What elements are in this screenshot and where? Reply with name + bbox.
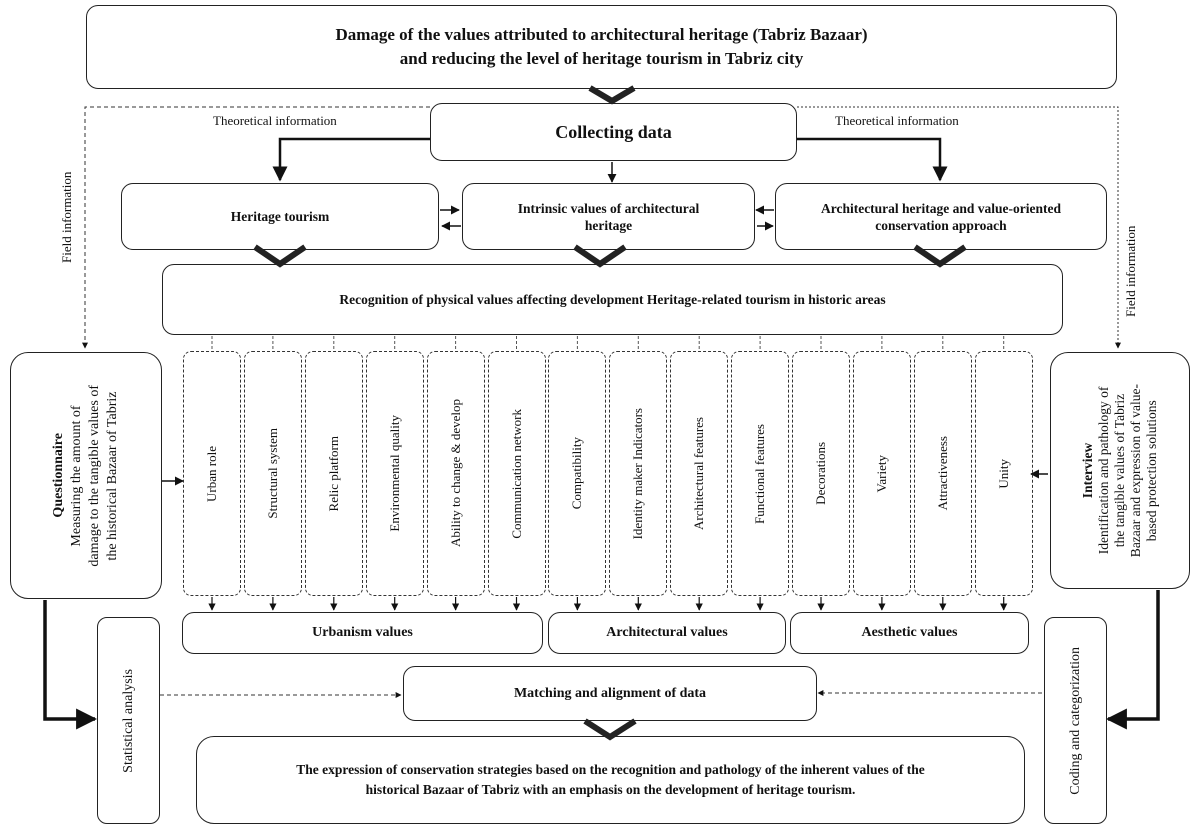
field-info-left-label: Field information [59, 171, 74, 263]
value-column-label: Attractiveness [934, 436, 950, 511]
final-strategy-box: The expression of conservation strategie… [196, 736, 1025, 824]
arrow-to-conservation [797, 137, 948, 182]
conservation-approach-box: Architectural heritage and value-oriente… [775, 183, 1107, 250]
aesthetic-values-box: Aesthetic values [790, 612, 1029, 654]
interview-line-3: Bazaar and expression of value- [1128, 383, 1143, 558]
interview-line-2: the tangible values of Tabriz [1112, 393, 1127, 548]
arrow-questionnaire-to-statistical [43, 600, 98, 730]
questionnaire-box: Questionnaire Measuring the amount of da… [10, 352, 162, 599]
value-column: Attractiveness [913, 351, 972, 596]
heritage-tourism-box: Heritage tourism [121, 183, 439, 250]
questionnaire-line-2: damage to the tangible values of [87, 384, 102, 567]
interview-line-4: based protection solutions [1144, 400, 1159, 541]
value-column: Compatibility [548, 351, 607, 596]
collecting-data-box: Collecting data [430, 103, 797, 161]
field-line-left [82, 106, 430, 349]
value-column-label: Relic platform [325, 435, 341, 512]
recognition-label: Recognition of physical values affecting… [339, 291, 886, 307]
final-line-2: historical Bazaar of Tabriz with an emph… [365, 782, 856, 797]
value-column-label: Architectural features [691, 417, 707, 530]
problem-line-1: Damage of the values attributed to archi… [335, 25, 868, 44]
matching-box: Matching and alignment of data [403, 666, 817, 721]
value-column: Relic platform [304, 351, 363, 596]
value-column: Identity maker Indicators [609, 351, 668, 596]
statistical-analysis-box: Statistical analysis [97, 617, 160, 824]
matching-label: Matching and alignment of data [513, 685, 707, 701]
value-column-label: Identity maker Indicators [630, 407, 646, 540]
chevron-connector [583, 718, 637, 741]
interview-box: Interview Identification and pathology o… [1050, 352, 1190, 589]
value-column: Environmental quality [365, 351, 424, 596]
conservation-approach-label: Architectural heritage and value-oriente… [820, 200, 1062, 233]
value-column-label: Ability to change & develop [447, 399, 463, 548]
field-line-right [797, 106, 1121, 349]
value-bottom-arrows [208, 597, 1008, 611]
arrow-to-heritage-tourism [272, 137, 430, 182]
value-column-label: Decorations [813, 442, 828, 505]
theoretical-info-left-label: Theoretical information [213, 113, 337, 128]
problem-line-2: and reducing the level of heritage touri… [399, 49, 804, 68]
architectural-values-label: Architectural values [606, 625, 728, 640]
aesthetic-values-label: Aesthetic values [861, 625, 958, 640]
value-column: Unity [974, 351, 1033, 596]
interview-line-1: Identification and pathology of [1096, 386, 1111, 555]
chevron-connector [588, 85, 636, 105]
questionnaire-text: Questionnaire Measuring the amount of da… [50, 385, 122, 567]
value-column-label: Compatibility [569, 437, 585, 510]
value-column: Ability to change & develop [426, 351, 485, 596]
theoretical-info-right-label: Theoretical information [835, 113, 959, 128]
interview-text: Interview Identification and pathology o… [1080, 384, 1160, 557]
coding-categorization-box: Coding and categorization [1044, 617, 1107, 824]
urbanism-values-box: Urbanism values [182, 612, 543, 654]
value-column-label: Variety [873, 454, 889, 493]
value-column: Urban role [183, 351, 241, 596]
value-column-label: Unity [995, 458, 1011, 489]
value-top-ticks [211, 336, 1005, 351]
urbanism-values-label: Urbanism values [312, 625, 413, 640]
value-column: Structural system [243, 351, 302, 596]
questionnaire-line-1: Measuring the amount of [69, 404, 84, 547]
value-column-label: Functional features [752, 423, 768, 524]
interview-title: Interview [1080, 442, 1095, 499]
problem-statement-box: Damage of the values attributed to archi… [86, 5, 1117, 89]
coding-categorization-label: Coding and categorization [1067, 646, 1083, 795]
value-column-label: Structural system [264, 428, 280, 519]
value-column: Communication network [487, 351, 546, 596]
value-column: Functional features [731, 351, 790, 596]
value-column-label: Environmental quality [386, 415, 402, 532]
questionnaire-title: Questionnaire [51, 433, 66, 518]
value-column-label: Urban role [204, 445, 219, 502]
architectural-values-box: Architectural values [548, 612, 786, 654]
questionnaire-line-3: the historical Bazaar of Tabriz [105, 390, 120, 561]
value-column-label: Communication network [508, 408, 524, 539]
heritage-tourism-label: Heritage tourism [230, 208, 330, 224]
intrinsic-values-box: Intrinsic values of architectural herita… [462, 183, 755, 250]
value-column: Architectural features [670, 351, 729, 596]
arrow-interview-to-coding [1105, 590, 1160, 730]
statistical-analysis-label: Statistical analysis [120, 668, 136, 773]
value-column: Decorations [792, 351, 850, 596]
final-line-1: The expression of conservation strategie… [296, 762, 925, 777]
recognition-box: Recognition of physical values affecting… [162, 264, 1063, 335]
field-info-right-label: Field information [1123, 225, 1138, 317]
collecting-data-label: Collecting data [555, 121, 672, 142]
value-column: Variety [852, 351, 911, 596]
intrinsic-values-label: Intrinsic values of architectural herita… [517, 200, 700, 233]
